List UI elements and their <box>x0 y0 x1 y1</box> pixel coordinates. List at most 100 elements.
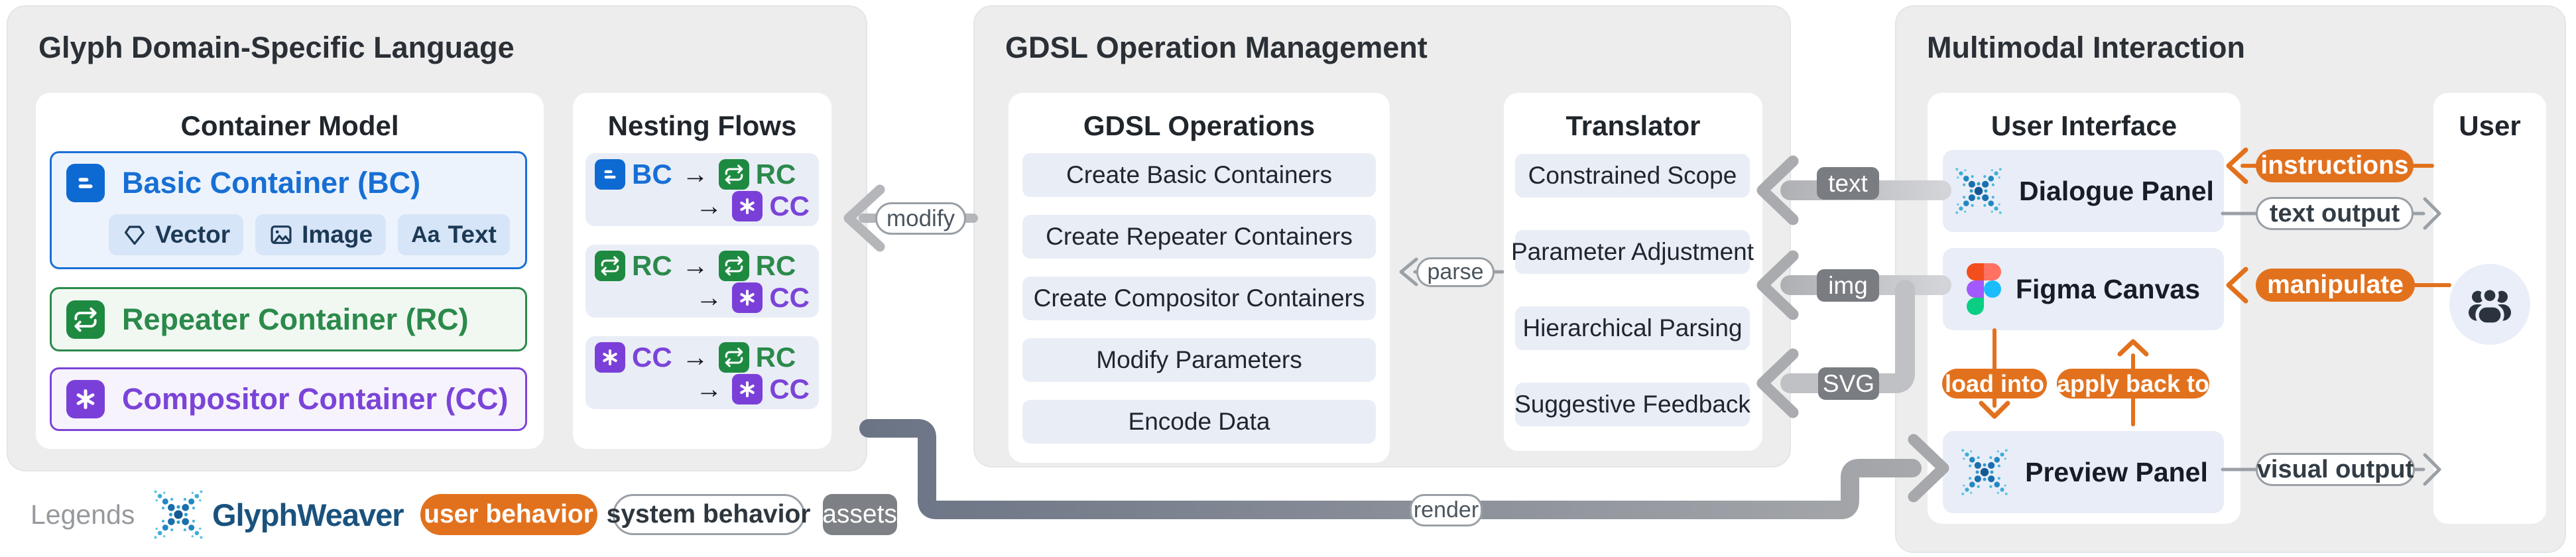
modify-label: modify <box>875 202 966 235</box>
repeater-container-icon <box>66 300 105 339</box>
gdsl-operations-title: GDSL Operations <box>1083 110 1316 141</box>
panel-title-glyph-dsl: Glyph Domain-Specific Language <box>38 31 515 64</box>
visual-output-label: visual output <box>2256 453 2415 486</box>
glyphweaver-mark-icon <box>1953 165 2004 217</box>
cc-icon <box>595 342 625 373</box>
legend-assets: assets <box>822 494 897 535</box>
panel-gdsl-operation-management: GDSL Operation Management GDSL Operation… <box>973 5 1791 467</box>
flow-from-label: RC <box>632 250 672 281</box>
preview-panel-label: Preview Panel <box>2025 456 2208 487</box>
manipulate-label: manipulate <box>2256 269 2415 302</box>
translator-panel: Translator Constrained Scope Parameter A… <box>1504 93 1762 451</box>
repeater-container-label: Repeater Container (RC) <box>122 302 469 336</box>
rc-icon <box>595 251 625 281</box>
legend-user-behavior: user behavior <box>420 494 597 535</box>
container-model-title: Container Model <box>180 110 399 141</box>
rc-icon <box>718 342 749 373</box>
translator-item: Parameter Adjustment <box>1511 230 1754 274</box>
dialogue-panel-box: Dialogue Panel <box>1943 150 2224 232</box>
users-icon <box>2463 278 2516 331</box>
translator-title: Translator <box>1565 110 1701 141</box>
chip-text: Aa Text <box>398 214 510 255</box>
operation-item: Create Compositor Containers <box>1022 277 1376 320</box>
translator-item: Suggestive Feedback <box>1514 383 1750 426</box>
load-into-label: load into <box>1942 369 2047 399</box>
vector-icon <box>122 222 147 247</box>
container-model-panel: Container Model Basic Container (BC) Vec… <box>36 93 544 449</box>
img-tag: img <box>1817 269 1879 302</box>
user-avatar <box>2449 264 2530 345</box>
chip-text-label: Text <box>448 221 497 248</box>
chip-vector-label: Vector <box>155 221 231 248</box>
arrow-right-icon: → <box>696 282 723 312</box>
figma-canvas-box: Figma Canvas <box>1943 248 2224 330</box>
cc-icon <box>732 191 763 221</box>
repeater-container-box: Repeater Container (RC) <box>50 287 527 351</box>
legend-system-behavior: system behavior <box>607 494 810 535</box>
panel-title-operation-management: GDSL Operation Management <box>1005 31 1428 64</box>
rc-icon <box>718 251 749 281</box>
nesting-flow-row: CC → RC → CC <box>585 336 819 409</box>
svg-tag: SVG <box>1818 367 1879 400</box>
parse-label: parse <box>1416 257 1495 287</box>
compositor-container-icon <box>66 380 105 418</box>
flow-to-label: CC <box>769 282 810 313</box>
arrow-right-icon: → <box>682 251 709 280</box>
text-aa-icon: Aa <box>411 221 440 247</box>
operation-item: Create Basic Containers <box>1022 153 1376 197</box>
arrow-right-icon: → <box>682 159 709 189</box>
panel-title-multimodal-interaction: Multimodal Interaction <box>1927 31 2246 64</box>
operation-item: Create Repeater Containers <box>1022 215 1376 259</box>
basic-container-label: Basic Container (BC) <box>122 166 421 200</box>
arrow-right-icon: → <box>696 191 723 221</box>
flow-to-label: RC <box>755 250 796 281</box>
bc-icon <box>595 159 625 190</box>
cc-icon <box>732 282 763 313</box>
preview-panel-box: Preview Panel <box>1943 431 2224 513</box>
legend-caption: Legends <box>31 499 135 530</box>
panel-multimodal-interaction: Multimodal Interaction User Interface Di… <box>1895 5 2566 553</box>
flow-to-label: RC <box>755 341 796 373</box>
gdsl-operations-panel: GDSL Operations Create Basic Containers … <box>1009 93 1390 463</box>
compositor-container-box: Compositor Container (CC) <box>50 367 527 431</box>
nesting-flow-row: RC → RC → CC <box>585 245 819 318</box>
basic-container-icon <box>66 164 105 202</box>
nesting-flows-panel: Nesting Flows BC → RC → CC R <box>573 93 831 449</box>
image-icon <box>269 222 294 247</box>
rc-icon <box>718 159 749 190</box>
user-panel: User <box>2433 93 2546 524</box>
translator-item: Constrained Scope <box>1515 154 1750 198</box>
glyphweaver-brand: GlyphWeaver <box>212 497 404 532</box>
render-label: render <box>1410 494 1483 526</box>
flow-to-label: CC <box>769 190 810 221</box>
basic-container-box: Basic Container (BC) Vector Image Aa Tex… <box>50 151 527 269</box>
text-tag: text <box>1817 167 1879 200</box>
chip-image-label: Image <box>302 221 373 248</box>
flow-to-label: CC <box>769 373 810 404</box>
flow-from-label: BC <box>632 158 672 190</box>
user-title: User <box>2459 110 2521 141</box>
flow-to-label: RC <box>755 158 796 190</box>
nesting-flows-title: Nesting Flows <box>607 110 797 141</box>
apply-back-label: apply back to <box>2057 369 2209 399</box>
glyphweaver-logo-icon <box>151 487 206 542</box>
arrow-right-icon: → <box>696 374 723 404</box>
user-interface-panel: User Interface Dialogue Panel Figma Canv… <box>1928 93 2240 524</box>
figma-logo-icon <box>1967 263 2001 315</box>
operation-item: Modify Parameters <box>1022 338 1376 382</box>
arrow-right-icon: → <box>682 342 709 372</box>
text-output-label: text output <box>2256 197 2414 230</box>
user-interface-title: User Interface <box>1991 110 2177 141</box>
nesting-flow-row: BC → RC → CC <box>585 153 819 226</box>
panel-glyph-dsl: Glyph Domain-Specific Language Container… <box>7 5 867 471</box>
operation-item: Encode Data <box>1022 400 1376 444</box>
figma-canvas-label: Figma Canvas <box>2016 273 2200 304</box>
flow-from-label: CC <box>632 341 672 373</box>
chip-image: Image <box>255 214 387 255</box>
instructions-label: instructions <box>2256 149 2414 182</box>
glyphweaver-mark-icon <box>1959 446 2010 498</box>
dialogue-panel-label: Dialogue Panel <box>2019 175 2214 206</box>
chip-vector: Vector <box>109 214 244 255</box>
compositor-container-label: Compositor Container (CC) <box>122 382 509 416</box>
